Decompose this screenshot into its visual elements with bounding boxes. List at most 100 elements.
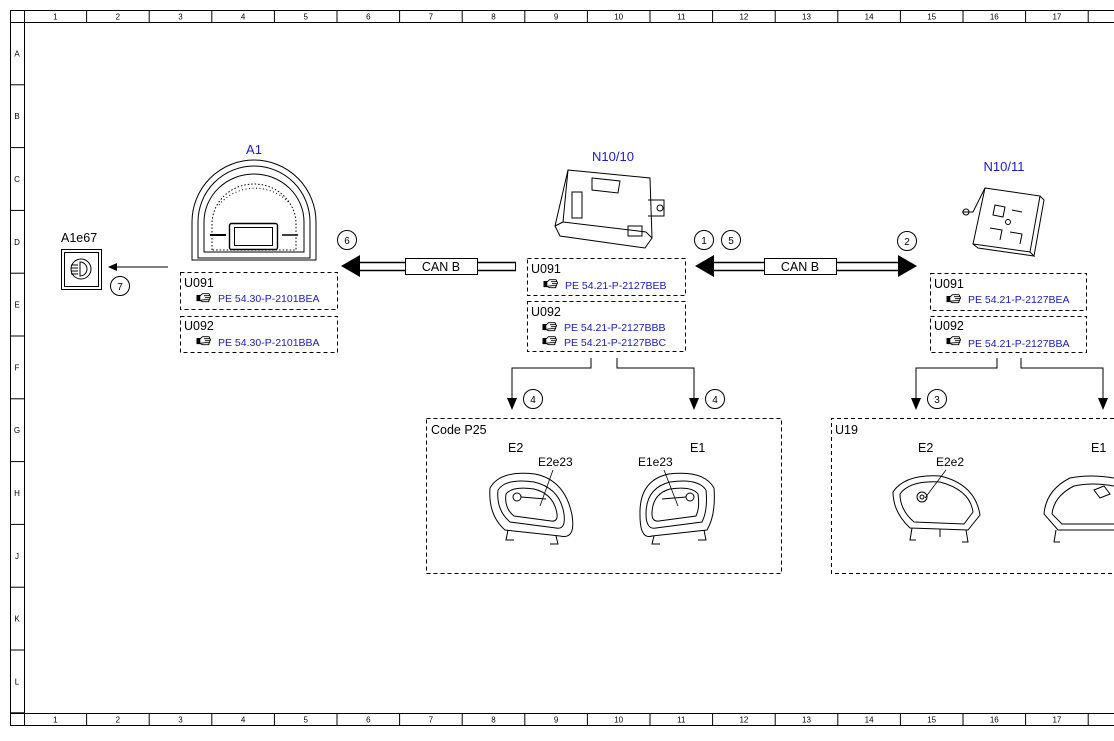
pointing-hand-icon	[543, 323, 557, 331]
svg-text:5: 5	[728, 236, 734, 247]
ruler-column-label: 16	[990, 13, 999, 22]
svg-text:U091: U091	[184, 276, 214, 290]
reference-link[interactable]: PE 54.30-P-2101BEA	[218, 293, 320, 305]
n10-11-module: N10/11 2 U091 PE 54.21-P-2127BEA U092 PE…	[898, 159, 1087, 353]
ruler-row-label: E	[14, 301, 19, 310]
ruler-column-label: 2	[116, 13, 121, 22]
svg-text:1: 1	[701, 236, 707, 247]
n10-10-module: N10/10 U091 PE 54.21-P-2127BEB U092 PE 5…	[528, 149, 741, 352]
p25-branch-lines: 4 4	[507, 358, 725, 410]
svg-text:E1: E1	[1091, 441, 1106, 455]
a1e67-component: A1e67 7	[61, 231, 168, 296]
ruler-row-label: D	[14, 238, 20, 247]
svg-text:U092: U092	[934, 319, 964, 333]
a1-u092-box: U092 PE 54.30-P-2101BBA	[181, 317, 338, 353]
a1-instrument-cluster: A1 6 U091 PE 54.30-P-2101BEA U092 PE 54.…	[181, 142, 357, 353]
ruler-column-label: 8	[491, 13, 496, 22]
ruler-column-label: 11	[677, 716, 686, 725]
ruler-column-label: 17	[1052, 716, 1061, 725]
reference-link[interactable]: PE 54.21-P-2127BEB	[565, 280, 667, 292]
ruler-column-label: 5	[303, 716, 308, 725]
ruler-column-label: 17	[1052, 13, 1061, 22]
pointing-hand-icon	[197, 294, 211, 302]
control-unit-icon	[555, 170, 664, 248]
svg-text:E2: E2	[918, 441, 933, 455]
svg-text:E2: E2	[508, 441, 523, 455]
ruler-column-label: 4	[241, 13, 246, 22]
ruler-column-label: 15	[927, 716, 936, 725]
ruler-row-label: J	[15, 552, 19, 561]
n10-11-label: N10/11	[984, 159, 1025, 174]
n10-10-u092-box: U092 PE 54.21-P-2127BBB PE 54.21-P-2127B…	[528, 302, 686, 352]
ruler-column-label: 1	[53, 716, 58, 725]
reference-link[interactable]: PE 54.21-P-2127BBC	[564, 337, 667, 349]
can-b-bus-left: CAN B	[341, 255, 516, 277]
code-p25-group: Code P25 E2 E2e23 E1 E1e23	[427, 419, 782, 574]
pointing-hand-icon	[197, 337, 211, 345]
ruler-column-label: 15	[927, 13, 936, 22]
pointing-hand-icon	[947, 337, 961, 345]
ruler-row-label: L	[15, 677, 20, 686]
headlamp-left-icon	[893, 476, 980, 542]
group-title: U19	[835, 423, 858, 437]
instrument-cluster-icon	[192, 160, 316, 260]
control-unit-icon	[962, 188, 1044, 256]
n10-10-label: N10/10	[592, 149, 634, 164]
can-b-label: CAN B	[422, 260, 460, 274]
svg-text:E1: E1	[690, 441, 705, 455]
ruler-row-label: G	[14, 426, 20, 435]
a1e67-label: A1e67	[61, 231, 97, 245]
svg-text:U092: U092	[184, 319, 214, 333]
ruler-column-label: 12	[739, 13, 748, 22]
ruler-column-label: 3	[178, 716, 183, 725]
n10-10-u091-box: U091 PE 54.21-P-2127BEB	[528, 259, 686, 296]
svg-text:4: 4	[530, 395, 536, 406]
ruler-column-label: 9	[554, 13, 559, 22]
reference-link[interactable]: PE 54.21-P-2127BBA	[968, 338, 1070, 350]
u19-group: U19 E2 E2e2 E1	[832, 419, 1114, 574]
ruler-row-label: F	[15, 363, 20, 372]
reference-link[interactable]: PE 54.21-P-2127BBB	[564, 322, 666, 334]
n10-11-u092-box: U092 PE 54.21-P-2127BBA	[931, 317, 1087, 353]
svg-text:U091: U091	[934, 277, 964, 291]
ruler-column-label: 7	[429, 13, 434, 22]
headlamp-right-icon	[1044, 476, 1114, 542]
reference-link[interactable]: PE 54.21-P-2127BEA	[968, 294, 1070, 306]
ruler-column-label: 3	[178, 13, 183, 22]
ruler-column-label: 5	[303, 13, 308, 22]
svg-text:4: 4	[712, 395, 718, 406]
group-title: Code P25	[431, 423, 487, 437]
svg-text:6: 6	[344, 236, 350, 247]
ruler-column-label: 8	[491, 716, 496, 725]
ruler-row-label: A	[14, 49, 20, 58]
pointing-hand-icon	[544, 280, 558, 288]
svg-text:7: 7	[117, 282, 123, 293]
ruler-column-label: 10	[614, 716, 623, 725]
can-b-label: CAN B	[781, 260, 819, 274]
u19-branch-lines: 3	[911, 358, 1108, 410]
svg-text:3: 3	[934, 395, 940, 406]
n10-11-u091-box: U091 PE 54.21-P-2127BEA	[931, 274, 1087, 311]
ruler-row-label: B	[14, 112, 19, 121]
ruler-column-label: 14	[865, 13, 874, 22]
pointing-hand-icon	[543, 337, 557, 345]
headlamp-icon	[62, 250, 102, 290]
ruler-column-label: 9	[554, 716, 559, 725]
reference-link[interactable]: PE 54.30-P-2101BBA	[218, 337, 320, 349]
ruler-column-label: 13	[802, 13, 811, 22]
ruler-row-label: C	[14, 175, 20, 184]
can-b-bus-right: CAN B	[695, 255, 917, 277]
svg-text:2: 2	[904, 237, 910, 248]
svg-text:U091: U091	[531, 262, 561, 276]
pointing-hand-icon	[947, 295, 961, 303]
a1-label: A1	[246, 142, 262, 157]
svg-text:E1e23: E1e23	[638, 455, 673, 469]
ruler-column-label: 7	[429, 716, 434, 725]
ruler-column-label: 2	[116, 716, 121, 725]
ruler-column-label: 1	[53, 13, 58, 22]
ruler-row-label: K	[14, 615, 20, 624]
